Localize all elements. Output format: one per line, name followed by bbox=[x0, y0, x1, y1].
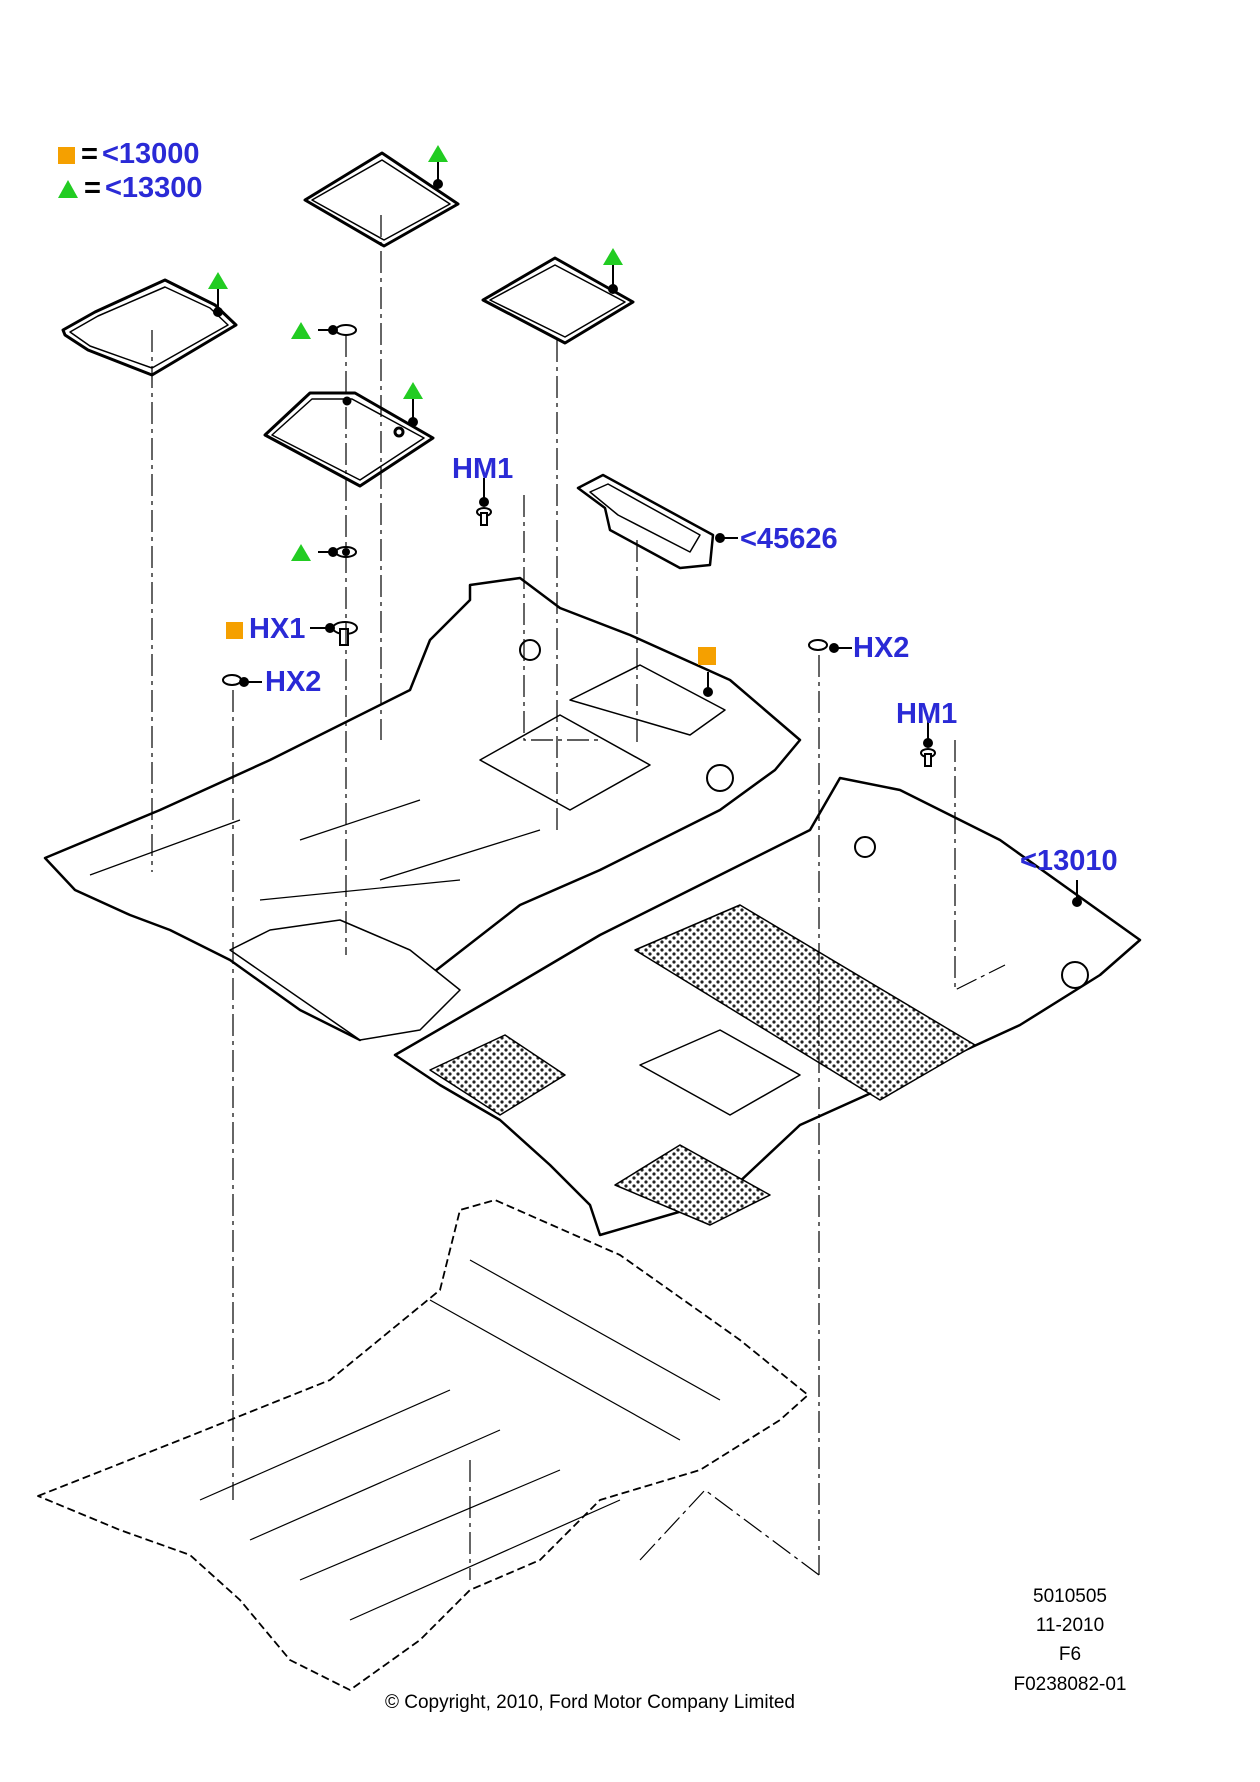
figure-id: F0238082-01 bbox=[1013, 1674, 1127, 1695]
assembly-centerlines bbox=[151, 215, 1006, 1580]
floor-mat-top-right bbox=[481, 256, 635, 345]
legend-equals: = bbox=[81, 138, 98, 170]
diagram-date: 11-2010 bbox=[1035, 1615, 1105, 1636]
legend-ref-13300: <13300 bbox=[104, 172, 203, 204]
diagram-code: 5010505 bbox=[1033, 1586, 1107, 1607]
diagram-f-code: F6 bbox=[1058, 1644, 1082, 1665]
floor-mat-front-center bbox=[263, 391, 435, 488]
storage-tray bbox=[576, 473, 715, 570]
callout-hx1-group: HX1 bbox=[226, 615, 305, 644]
floor-mat-top-center bbox=[303, 151, 460, 248]
callout-13010: <13010 bbox=[1020, 845, 1118, 877]
callout-hm1-right: HM1 bbox=[896, 698, 958, 730]
ref-markers bbox=[208, 145, 716, 665]
square-symbol bbox=[226, 621, 243, 639]
floor-pan bbox=[37, 1199, 809, 1691]
triangle-marker bbox=[291, 322, 311, 339]
floor-mat-front-left bbox=[61, 278, 238, 377]
square-symbol bbox=[58, 146, 75, 164]
square-marker bbox=[698, 647, 716, 665]
triangle-marker bbox=[291, 544, 311, 561]
triangle-marker bbox=[208, 272, 228, 289]
legend-equals: = bbox=[84, 172, 101, 204]
legend-triangle: =<13300 bbox=[58, 174, 203, 203]
callout-hx2-right: HX2 bbox=[853, 632, 910, 664]
callout-leaders bbox=[213, 160, 1082, 907]
rear-floor-carpet bbox=[393, 776, 1142, 1237]
front-floor-carpet bbox=[43, 576, 802, 1042]
callout-hx1: HX1 bbox=[249, 613, 306, 645]
legend-square: =<13000 bbox=[58, 140, 200, 169]
callout-hm1-top: HM1 bbox=[452, 453, 514, 485]
triangle-symbol bbox=[58, 180, 78, 199]
legend-ref-13000: <13000 bbox=[101, 138, 200, 170]
triangle-marker bbox=[428, 145, 448, 162]
triangle-marker bbox=[603, 248, 623, 265]
callout-hx2-left: HX2 bbox=[265, 666, 322, 698]
triangle-marker bbox=[403, 382, 423, 399]
copyright-notice: © Copyright, 2010, Ford Motor Company Li… bbox=[384, 1692, 795, 1713]
callout-45626: <45626 bbox=[740, 523, 838, 555]
